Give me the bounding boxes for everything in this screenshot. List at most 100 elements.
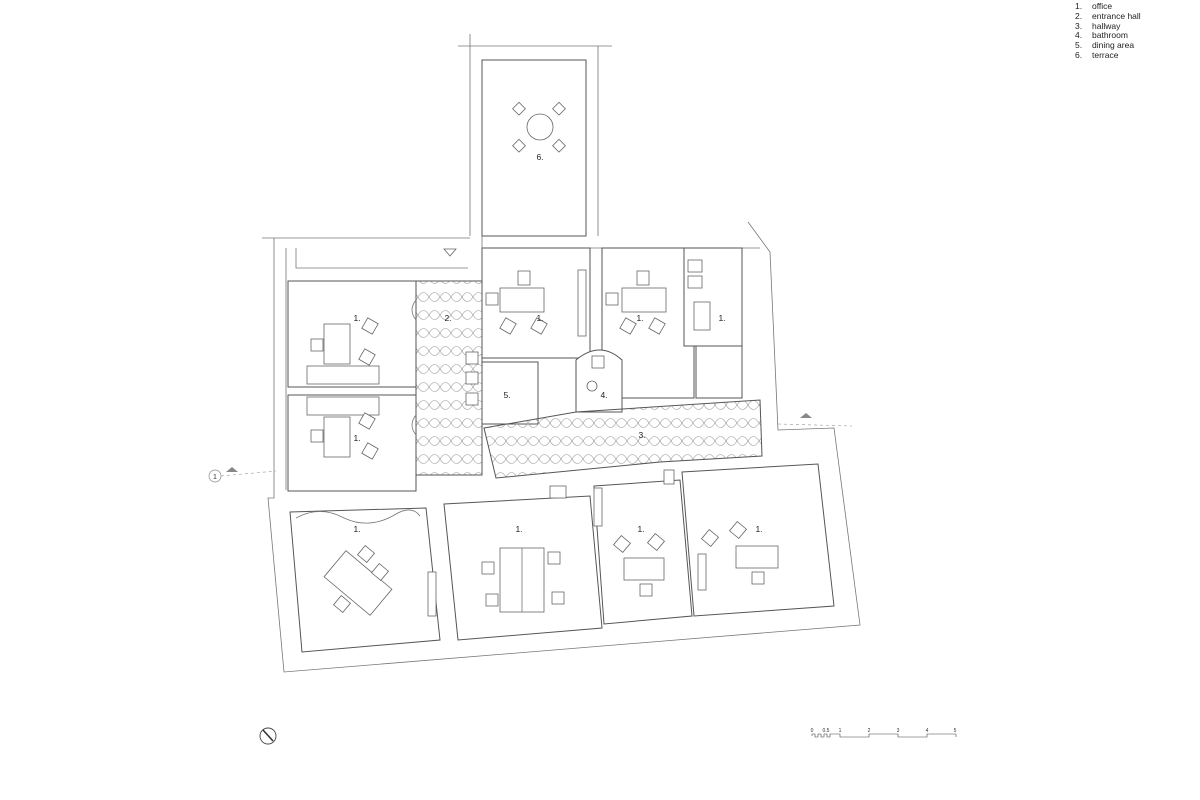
chair — [512, 101, 526, 116]
chair — [361, 442, 379, 460]
chair — [728, 520, 748, 540]
chair — [751, 571, 765, 585]
office-lower-4: 1. — [663, 463, 835, 617]
room-label-office: 1. — [637, 524, 644, 534]
chair — [700, 528, 720, 548]
legend-label: bathroom — [1092, 30, 1128, 41]
office-mid-left: 1. — [287, 394, 417, 492]
room-label-office: 1. — [353, 313, 360, 323]
legend-item-office: 1. office — [1075, 1, 1141, 12]
chair — [517, 270, 531, 286]
room-label-terrace: 6. — [536, 152, 543, 162]
chair — [465, 392, 479, 406]
desk — [306, 396, 380, 416]
chair — [639, 583, 653, 597]
room-label-office: 1. — [353, 433, 360, 443]
shelf — [577, 269, 587, 337]
legend-number: 1. — [1075, 1, 1083, 11]
chair — [636, 270, 650, 286]
room-label-office: 1. — [515, 524, 522, 534]
chair — [310, 338, 324, 352]
desk — [323, 416, 351, 458]
shelf — [593, 487, 603, 527]
office-lower-1: 1. — [289, 507, 441, 653]
building-outline — [262, 221, 861, 673]
room-label-entrance-hall: 2. — [444, 313, 451, 323]
hallway: 3. — [483, 399, 763, 479]
office-upper-middle: 1. — [481, 247, 591, 359]
chair — [481, 561, 495, 575]
desk — [499, 287, 545, 313]
scale-tick-label: 1 — [839, 728, 842, 734]
room-label-office: 1. — [536, 313, 543, 323]
legend-item-terrace: 6. terrace — [1075, 49, 1141, 61]
section-arrow-icon — [226, 467, 238, 472]
chair — [663, 469, 675, 485]
legend-item-dining-area: 5. dining area — [1075, 40, 1141, 51]
chair — [485, 593, 499, 607]
chair — [619, 317, 637, 335]
entrance-hall: 2. — [411, 280, 483, 476]
legend-number: 2. — [1075, 10, 1083, 21]
scale-tick-label: 4 — [926, 728, 929, 734]
scale-tick-label: 5 — [954, 728, 957, 734]
chair — [551, 591, 565, 605]
legend-label: dining area — [1092, 40, 1135, 51]
chair — [332, 594, 352, 614]
legend-item-bathroom: 4. bathroom — [1075, 31, 1141, 41]
office-lower-3: 1. — [593, 479, 693, 625]
chair — [499, 317, 517, 335]
chair — [356, 544, 376, 564]
desk — [623, 557, 665, 581]
chair — [687, 259, 703, 273]
room-label-office: 1. — [755, 524, 762, 534]
desk — [621, 287, 667, 313]
legend-number: 4. — [1075, 30, 1083, 41]
chair — [465, 351, 479, 365]
chair — [485, 292, 499, 306]
scale-tick-label: 0.5 — [823, 728, 830, 734]
legend-label: office — [1092, 1, 1113, 11]
desk — [323, 323, 351, 365]
legend-label: hallway — [1092, 20, 1121, 31]
north-arrow-icon — [259, 727, 277, 745]
office-lower-2: 1. — [427, 485, 603, 641]
section-marker: 1 — [208, 413, 853, 483]
legend-label: terrace — [1092, 49, 1119, 60]
legend-label: entrance hall — [1092, 10, 1141, 21]
office-upper-right-b: 1. — [683, 247, 743, 399]
scale-tick-label: 2 — [868, 728, 871, 734]
section-marker-label: 1 — [213, 474, 217, 481]
desk — [693, 301, 711, 331]
toilet — [586, 380, 598, 392]
legend-number: 3. — [1075, 20, 1083, 31]
chair — [549, 485, 567, 499]
desk — [323, 550, 393, 616]
desk — [735, 545, 779, 569]
chair — [552, 101, 566, 116]
legend-item-hallway: 3. hallway — [1075, 20, 1141, 32]
entrance-marker-icon — [443, 248, 457, 257]
chair — [310, 429, 324, 443]
room-label-dining-area: 5. — [503, 390, 510, 400]
legend-item-entrance-hall: 2. entrance hall — [1075, 10, 1141, 22]
chair — [530, 317, 548, 335]
chair — [361, 317, 379, 335]
room-label-bathroom: 4. — [600, 390, 607, 400]
chair — [605, 292, 619, 306]
chair — [646, 532, 666, 552]
round-table — [526, 113, 554, 141]
scale-tick-label: 0 — [811, 728, 814, 734]
shelf — [697, 553, 707, 591]
chair — [358, 412, 376, 430]
chair — [547, 551, 561, 565]
room-label-office: 1. — [636, 313, 643, 323]
chair — [687, 275, 703, 289]
chair — [552, 138, 566, 153]
chair — [612, 534, 632, 554]
chair — [648, 317, 666, 335]
room-label-hallway: 3. — [638, 430, 645, 440]
scale-tick-label: 3 — [897, 728, 900, 734]
chair — [512, 138, 526, 153]
dining-area: 5. — [481, 361, 539, 425]
